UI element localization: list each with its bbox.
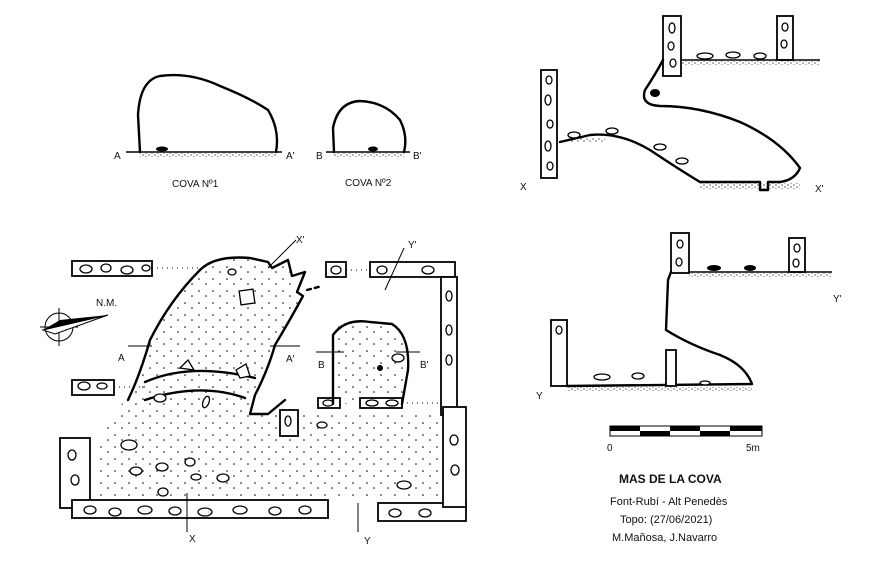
- section-label-a-prime: A': [286, 151, 295, 162]
- drawing-authors: M.Mañosa, J.Navarro: [612, 532, 717, 544]
- profile-label-y: Y: [536, 391, 543, 402]
- caption-cova-2: COVA Nº2: [345, 178, 392, 189]
- plan-label-x: X: [189, 534, 196, 545]
- plan-label-b-prime: B': [420, 360, 429, 371]
- section-label-b: B: [316, 151, 323, 162]
- scale-start-label: 0: [607, 443, 613, 454]
- plan-label-y: Y: [364, 536, 371, 547]
- north-arrow-icon: [40, 308, 109, 346]
- title-block: MAS DE LA COVA Font-Rubí - Alt Penedès T…: [610, 472, 728, 544]
- drawing-title: MAS DE LA COVA: [619, 472, 722, 486]
- scale-end-label: 5m: [746, 443, 760, 454]
- plan-label-y-prime: Y': [408, 240, 417, 251]
- plan-label-a: A: [118, 353, 125, 364]
- scale-bar: 0 5m: [607, 425, 763, 454]
- profile-label-y-prime: Y': [833, 294, 842, 305]
- plan-label-a-prime: A': [286, 354, 295, 365]
- profile-y-y: Y Y': [536, 232, 842, 402]
- plan-label-x-prime: X': [296, 235, 305, 246]
- plan-label-b: B: [318, 360, 325, 371]
- profile-label-x: X: [520, 182, 527, 193]
- north-label: N.M.: [96, 298, 117, 309]
- profile-x-x: X X': [520, 15, 824, 195]
- section-label-a: A: [114, 151, 121, 162]
- cross-section-cova-1: A A' COVA Nº1: [114, 73, 295, 190]
- plan-view: A A' B B' X' Y' X Y N.M.: [40, 235, 467, 547]
- drawing-survey-date: Topo: (27/06/2021): [620, 514, 712, 526]
- profile-label-x-prime: X': [815, 184, 824, 195]
- caption-cova-1: COVA Nº1: [172, 179, 219, 190]
- section-label-b-prime: B': [413, 151, 422, 162]
- drawing-location: Font-Rubí - Alt Penedès: [610, 496, 728, 508]
- cross-section-cova-2: B B' COVA Nº2: [316, 99, 422, 189]
